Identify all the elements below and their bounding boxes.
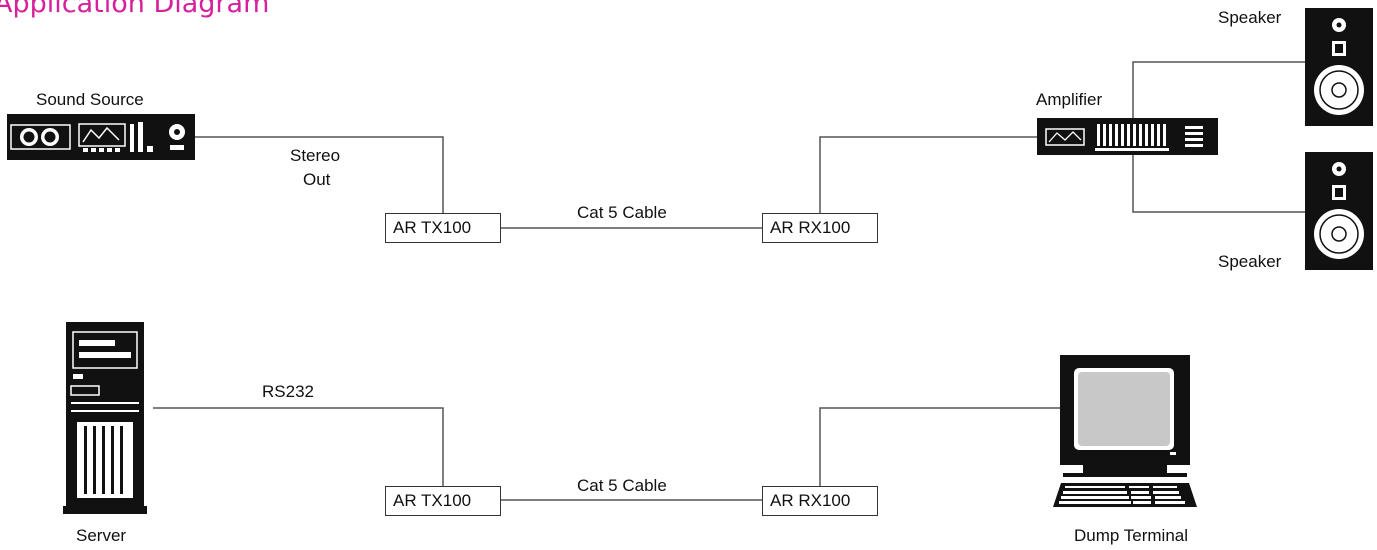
amplifier-label: Amplifier	[1036, 90, 1103, 109]
audio-cable-label: Cat 5 Cable	[577, 203, 667, 222]
rx-to-amplifier-wire	[819, 136, 1037, 213]
speaker-bottom-icon	[1305, 152, 1373, 270]
speaker-top-icon	[1305, 8, 1373, 126]
serial-rx-box: AR RX100	[762, 486, 878, 516]
sound-source-label: Sound Source	[36, 90, 144, 109]
speaker-top-label: Speaker	[1218, 8, 1282, 27]
diagram-title: Application Diagram	[0, 0, 270, 19]
rx-to-terminal-wire	[819, 407, 1060, 487]
stereo-out-wire	[195, 136, 444, 213]
serial-tx-box: AR TX100	[385, 486, 501, 516]
serial-cable-label: Cat 5 Cable	[577, 476, 667, 495]
amplifier-to-speaker-top-wire	[1132, 61, 1305, 118]
rs232-label: RS232	[262, 382, 314, 401]
server-label: Server	[76, 526, 127, 545]
amplifier-icon	[1037, 118, 1218, 155]
out-label: Out	[303, 170, 331, 189]
audio-tx-box: AR TX100	[385, 213, 501, 243]
amplifier-to-speaker-bottom-wire	[1132, 155, 1305, 213]
audio-rx-box: AR RX100	[762, 213, 878, 243]
speaker-bottom-label: Speaker	[1218, 252, 1282, 271]
server-icon	[63, 322, 147, 514]
dump-terminal-label: Dump Terminal	[1074, 526, 1189, 545]
dump-terminal-icon	[1053, 355, 1197, 507]
rs232-wire	[153, 407, 444, 487]
stereo-label: Stereo	[290, 146, 341, 165]
sound-source-icon	[7, 114, 195, 160]
